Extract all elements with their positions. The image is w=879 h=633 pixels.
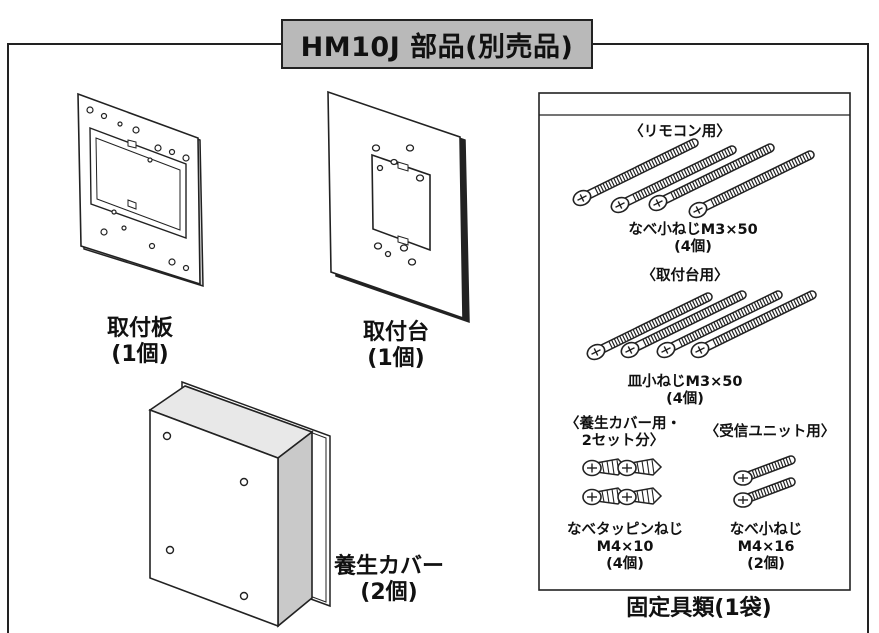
cover-screws-heading: 〈養生カバー用・ 2セット分〉 — [548, 416, 698, 450]
cover-label: 養生カバー (2個) — [314, 554, 464, 606]
mount-screws-label: 皿小ねじM3×50 (4個) — [585, 374, 785, 408]
cover-screw-name: なべタッピンねじ — [567, 522, 683, 538]
mount-screw-qty: (4個) — [666, 391, 704, 408]
remote-heading: 〈リモコン用〉 — [629, 124, 731, 140]
receiver-screws-label: なべ小ねじ M4×16 (2個) — [706, 522, 826, 573]
plate-name: 取付板 — [106, 316, 173, 341]
receiver-screw-qty: (2個) — [747, 556, 785, 573]
cover-name: 養生カバー — [333, 554, 444, 579]
base-name: 取付台 — [362, 320, 429, 345]
cover-screws-heading-line2: 2セット分〉 — [581, 433, 665, 450]
mounting-plate-illustration — [77, 92, 204, 288]
outer-frame — [7, 43, 869, 633]
plate-qty: (1個) — [111, 341, 169, 367]
cover-screws-heading-line1: 〈養生カバー用・ — [565, 416, 681, 432]
page-title: HM10J 部品(別売品) — [281, 19, 593, 69]
mount-heading: 〈取付台用〉 — [641, 268, 729, 284]
receiver-heading: 〈受信ユニット用〉 — [704, 424, 836, 440]
cover-screws-label: なべタッピンねじ M4×10 (4個) — [550, 522, 700, 573]
plate-label: 取付板 (1個) — [80, 316, 200, 368]
receiver-screw-size: M4×16 — [737, 539, 795, 556]
cover-screw-size: M4×10 — [596, 539, 654, 556]
cover-qty: (2個) — [360, 579, 418, 605]
mounting-base-illustration — [327, 90, 470, 324]
remote-screws-label: なべ小ねじM3×50 (4個) — [588, 222, 798, 256]
cover-screw-qty: (4個) — [606, 556, 644, 573]
remote-screw-qty: (4個) — [674, 239, 712, 256]
mount-screw-name: 皿小ねじM3×50 — [627, 374, 743, 390]
base-qty: (1個) — [367, 345, 425, 371]
fasteners-bag-box — [538, 92, 851, 591]
base-label: 取付台 (1個) — [336, 320, 456, 372]
remote-screw-name: なべ小ねじM3×50 — [628, 222, 758, 238]
receiver-screw-name: なべ小ねじ — [729, 522, 803, 538]
fasteners-bag-title: 固定具類(1袋) — [626, 596, 772, 621]
protective-cover-illustration — [148, 380, 331, 628]
